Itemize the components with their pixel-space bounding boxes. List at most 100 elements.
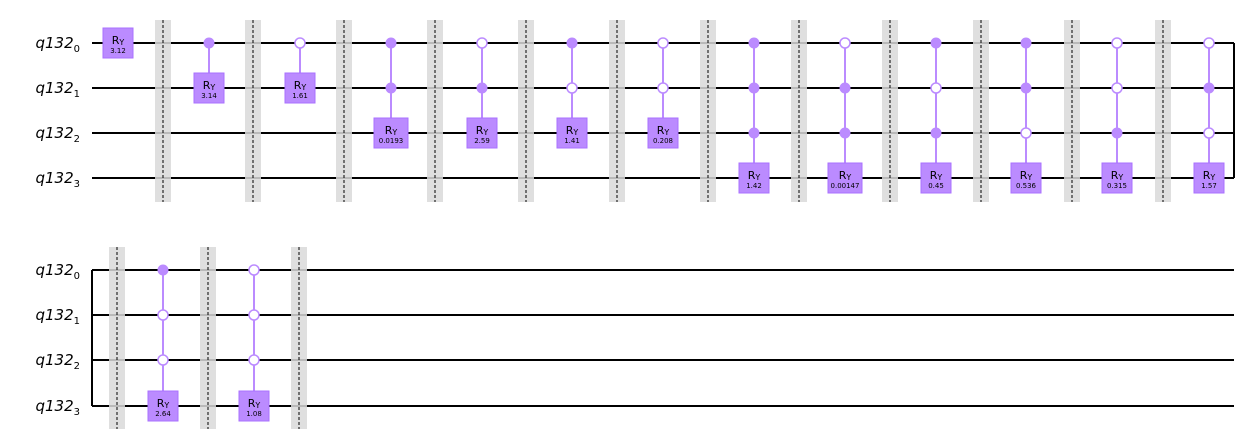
control-dot-closed-icon: [839, 127, 851, 139]
control-dot-closed-icon: [748, 127, 760, 139]
ry-gate[interactable]: RY1.57: [1193, 37, 1225, 194]
ry-gate[interactable]: RY0.208: [647, 37, 679, 149]
control-dot-closed-icon: [839, 82, 851, 94]
control-dot-open-icon: [1203, 37, 1215, 49]
barrier: [291, 247, 307, 429]
gate-label: RY: [294, 79, 307, 92]
barrier: [609, 20, 625, 202]
ry-gate[interactable]: RY3.12: [102, 27, 134, 59]
gate-parameter: 1.41: [564, 137, 580, 145]
gate-box[interactable]: [238, 390, 270, 422]
gate-parameter: 0.315: [1107, 182, 1127, 190]
barrier: [336, 20, 352, 202]
control-dot-open-icon: [248, 309, 260, 321]
control-dot-open-icon: [1111, 37, 1123, 49]
qubit-label-index: 3: [74, 179, 80, 190]
qubit-label-index: 1: [74, 89, 80, 100]
gate-label: RY: [157, 397, 170, 410]
gate-box[interactable]: [647, 117, 679, 149]
ry-gate[interactable]: RY0.536: [1010, 37, 1042, 194]
qubit-label-base: q132: [35, 261, 73, 279]
qubit-label-base: q132: [35, 351, 73, 369]
gate-box[interactable]: [147, 390, 179, 422]
ry-gate[interactable]: RY0.00147: [827, 37, 863, 194]
qubit-label: q1320: [35, 261, 80, 282]
qubit-label-index: 1: [74, 316, 80, 327]
gate-parameter: 2.64: [155, 410, 171, 418]
gate-box[interactable]: [556, 117, 588, 149]
control-dot-open-icon: [1203, 127, 1215, 139]
control-dot-closed-icon: [1020, 37, 1032, 49]
qubit-label: q1321: [35, 79, 80, 100]
ry-gate[interactable]: RY2.59: [466, 37, 498, 149]
circuit-row-1: q1320q1321q1322q1323RY3.12RY3.14RY1.61RY…: [35, 20, 1235, 202]
gate-parameter: 0.00147: [831, 182, 860, 190]
gate-parameter: 0.536: [1016, 182, 1037, 190]
qubit-label-base: q132: [35, 34, 73, 52]
qubit-label: q1323: [35, 169, 80, 190]
qubit-label-index: 0: [74, 44, 80, 55]
ry-gate[interactable]: RY0.45: [920, 37, 952, 194]
barrier: [791, 20, 807, 202]
gate-parameter: 3.12: [110, 47, 126, 55]
barrier: [155, 20, 171, 202]
gate-box[interactable]: [920, 162, 952, 194]
gate-label: RY: [1020, 169, 1033, 182]
gate-box[interactable]: [284, 72, 316, 104]
control-dot-open-icon: [294, 37, 306, 49]
control-dot-closed-icon: [748, 82, 760, 94]
gate-parameter: 0.208: [653, 137, 673, 145]
gate-box[interactable]: [1193, 162, 1225, 194]
gate-box[interactable]: [373, 117, 409, 149]
gate-label: RY: [203, 79, 216, 92]
control-dot-closed-icon: [930, 127, 942, 139]
control-dot-closed-icon: [385, 82, 397, 94]
control-dot-closed-icon: [476, 82, 488, 94]
control-dot-closed-icon: [157, 264, 169, 276]
control-dot-closed-icon: [1020, 82, 1032, 94]
gate-box[interactable]: [102, 27, 134, 59]
qubit-label-base: q132: [35, 124, 73, 142]
gate-label: RY: [112, 34, 125, 47]
gate-box[interactable]: [193, 72, 225, 104]
gate-label: RY: [1111, 169, 1124, 182]
gate-box[interactable]: [466, 117, 498, 149]
gate-label: RY: [566, 124, 579, 137]
qubit-label: q1322: [35, 124, 80, 145]
barrier: [700, 20, 716, 202]
ry-gate[interactable]: RY1.08: [238, 264, 270, 422]
control-dot-open-icon: [1111, 82, 1123, 94]
qubit-label-index: 0: [74, 271, 80, 282]
gate-box[interactable]: [1101, 162, 1133, 194]
barrier: [200, 247, 216, 429]
gate-label: RY: [476, 124, 489, 137]
gate-label: RY: [248, 397, 261, 410]
gate-box[interactable]: [827, 162, 863, 194]
control-dot-open-icon: [157, 354, 169, 366]
gate-box[interactable]: [1010, 162, 1042, 194]
ry-gate[interactable]: RY1.41: [556, 37, 588, 149]
ry-gate[interactable]: RY1.42: [738, 37, 770, 194]
ry-gate[interactable]: RY0.0193: [373, 37, 409, 149]
control-dot-open-icon: [248, 264, 260, 276]
qubit-label-index: 3: [74, 407, 80, 418]
barrier: [882, 20, 898, 202]
ry-gate[interactable]: RY3.14: [193, 37, 225, 104]
control-dot-closed-icon: [566, 37, 578, 49]
ry-gate[interactable]: RY0.315: [1101, 37, 1133, 194]
gate-label: RY: [930, 169, 943, 182]
ry-gate[interactable]: RY2.64: [147, 264, 179, 422]
gate-parameter: 0.45: [928, 182, 944, 190]
ry-gate[interactable]: RY1.61: [284, 37, 316, 104]
gate-parameter: 0.0193: [379, 137, 404, 145]
qubit-label-index: 2: [74, 361, 80, 372]
control-dot-open-icon: [566, 82, 578, 94]
gate-parameter: 1.57: [1201, 182, 1217, 190]
gate-box[interactable]: [738, 162, 770, 194]
gate-label: RY: [657, 124, 670, 137]
barrier: [109, 247, 125, 429]
qubit-label-base: q132: [35, 79, 73, 97]
control-dot-open-icon: [839, 37, 851, 49]
gate-parameter: 1.42: [746, 182, 762, 190]
